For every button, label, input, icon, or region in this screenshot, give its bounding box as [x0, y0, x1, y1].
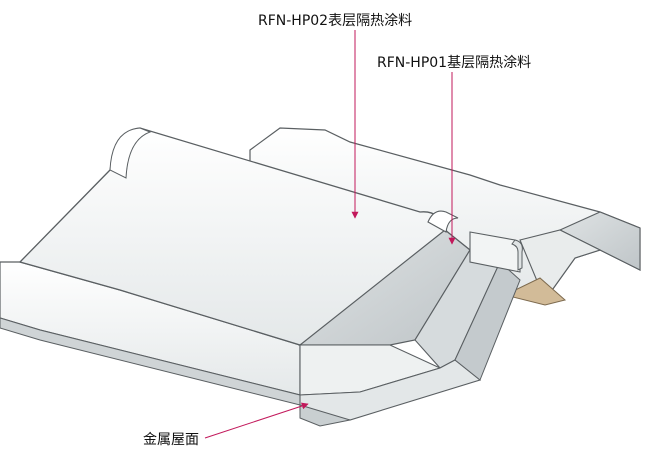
- insulation-layer: [503, 277, 567, 306]
- cut-rib-section: [427, 210, 523, 273]
- leader-metal-roof: [204, 402, 309, 439]
- top-coat-label: RFN-HP02表层隔热涂料: [258, 13, 413, 29]
- metal-roof-label: 金属屋面: [143, 432, 199, 448]
- front-roof-panel: [0, 127, 521, 427]
- base-coat-label: RFN-HP01基层隔热涂料: [377, 55, 532, 71]
